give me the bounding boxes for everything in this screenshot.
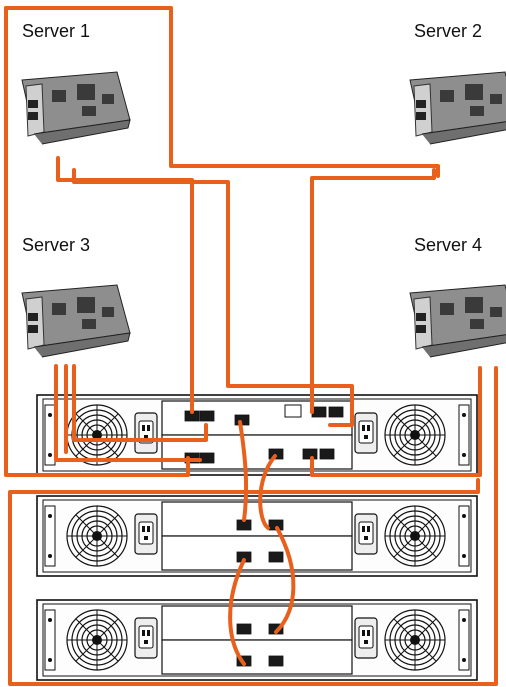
- ctrl-b-port-4: [320, 449, 334, 459]
- exp2-b-out-port: [269, 656, 283, 666]
- ctrl-b-port-3: [303, 449, 317, 459]
- ctrl-a-port-4: [329, 407, 343, 417]
- server-4-label: Server 4: [414, 235, 482, 255]
- server-1-hba-card-icon: [22, 72, 130, 144]
- ctrl-a-port-3: [312, 407, 326, 417]
- controller-enclosure: [37, 395, 477, 475]
- server-3-hba-card-icon: [22, 285, 130, 357]
- server-2-label: Server 2: [414, 21, 482, 41]
- server-3-label: Server 3: [22, 235, 90, 255]
- ctrl-a-ethernet-port: [285, 405, 301, 417]
- ctrl-b-port-2: [200, 453, 214, 463]
- expansion-enclosure-1: [37, 496, 477, 576]
- server-2-hba-card-icon: [410, 72, 506, 144]
- exp1-b-out-port: [269, 552, 283, 562]
- server-4-hba-card-icon: [410, 285, 506, 357]
- expansion-enclosure-2: [37, 600, 477, 680]
- exp2-a-in-port: [237, 624, 251, 634]
- ctrl-a-port-2: [200, 411, 214, 421]
- server-1-label: Server 1: [22, 21, 90, 41]
- cable-server1-ctrl-a: [58, 158, 192, 412]
- cable-server2-ctrl-a: [312, 170, 434, 412]
